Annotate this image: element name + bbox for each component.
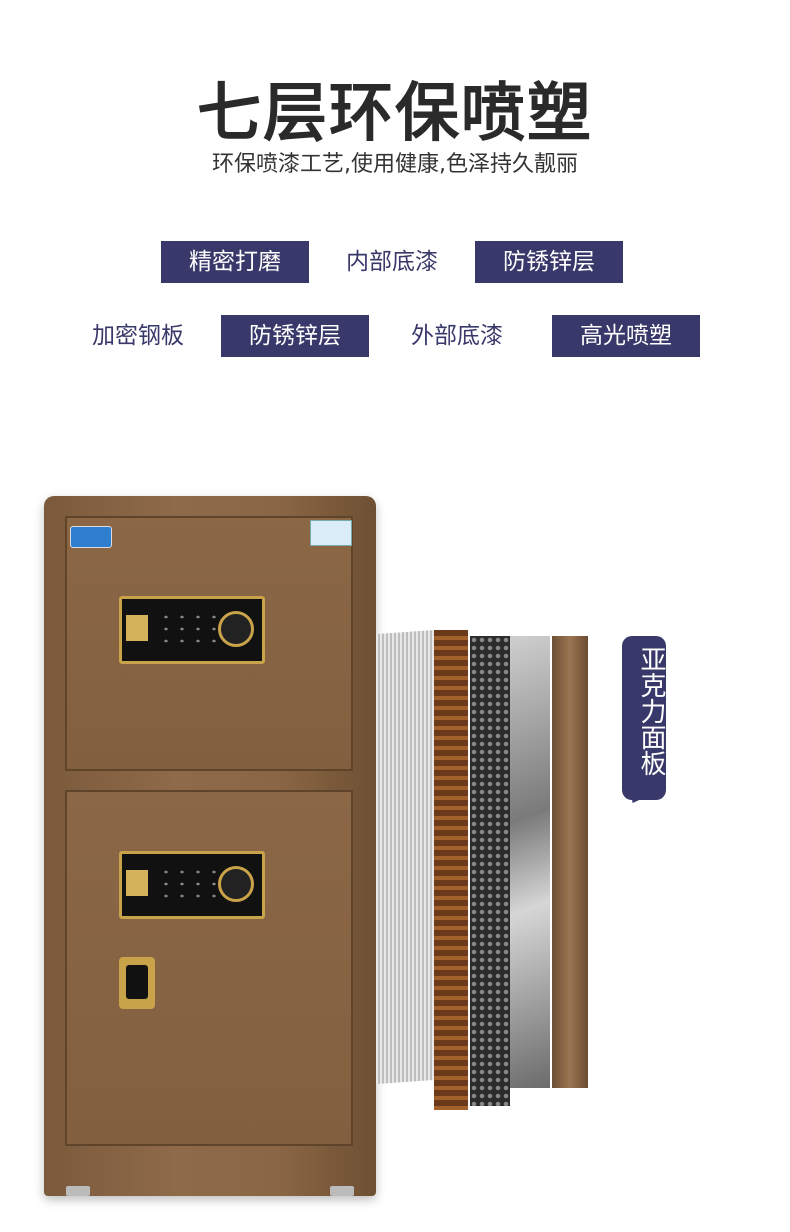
handle-icon — [126, 870, 148, 896]
tag-inner-primer: 内部底漆 — [346, 249, 438, 275]
page-subtitle: 环保喷漆工艺,使用健康,色泽持久靓丽 — [212, 152, 578, 177]
certification-sticker — [310, 520, 352, 546]
layer-perforated-plate — [470, 636, 510, 1106]
bottom-lock-panel — [119, 851, 265, 919]
tag-rust-zinc-layer: 防锈锌层 — [475, 241, 623, 283]
callout-label: 亚克力面板 — [636, 646, 666, 776]
page-title: 七层环保喷塑 — [197, 77, 593, 151]
acrylic-panel-callout: 亚克力面板 — [622, 636, 666, 800]
layer-gloss-coat — [552, 636, 588, 1088]
safe-bottom-door — [65, 790, 353, 1146]
handle-icon — [126, 615, 148, 641]
keypad-icon — [158, 611, 222, 647]
layer-rust-zinc — [434, 630, 468, 1110]
layer-steel-sheet — [376, 629, 436, 1085]
tag-outer-primer: 外部底漆 — [411, 323, 503, 349]
brand-logo — [70, 526, 112, 548]
keypad-icon — [158, 866, 222, 902]
tag-rust-zinc-layer-2: 防锈锌层 — [221, 315, 369, 357]
knob-icon — [218, 866, 254, 902]
tag-precision-polish: 精密打磨 — [161, 241, 309, 283]
fingerprint-sensor — [126, 965, 148, 999]
layer-primer — [510, 636, 550, 1088]
fingerprint-reader-icon — [119, 957, 155, 1009]
tag-encrypted-steel: 加密钢板 — [92, 323, 184, 349]
tag-high-gloss-coat: 高光喷塑 — [552, 315, 700, 357]
safe-foot-left — [66, 1186, 90, 1196]
top-lock-panel — [119, 596, 265, 664]
safe-foot-right — [330, 1186, 354, 1196]
knob-icon — [218, 611, 254, 647]
